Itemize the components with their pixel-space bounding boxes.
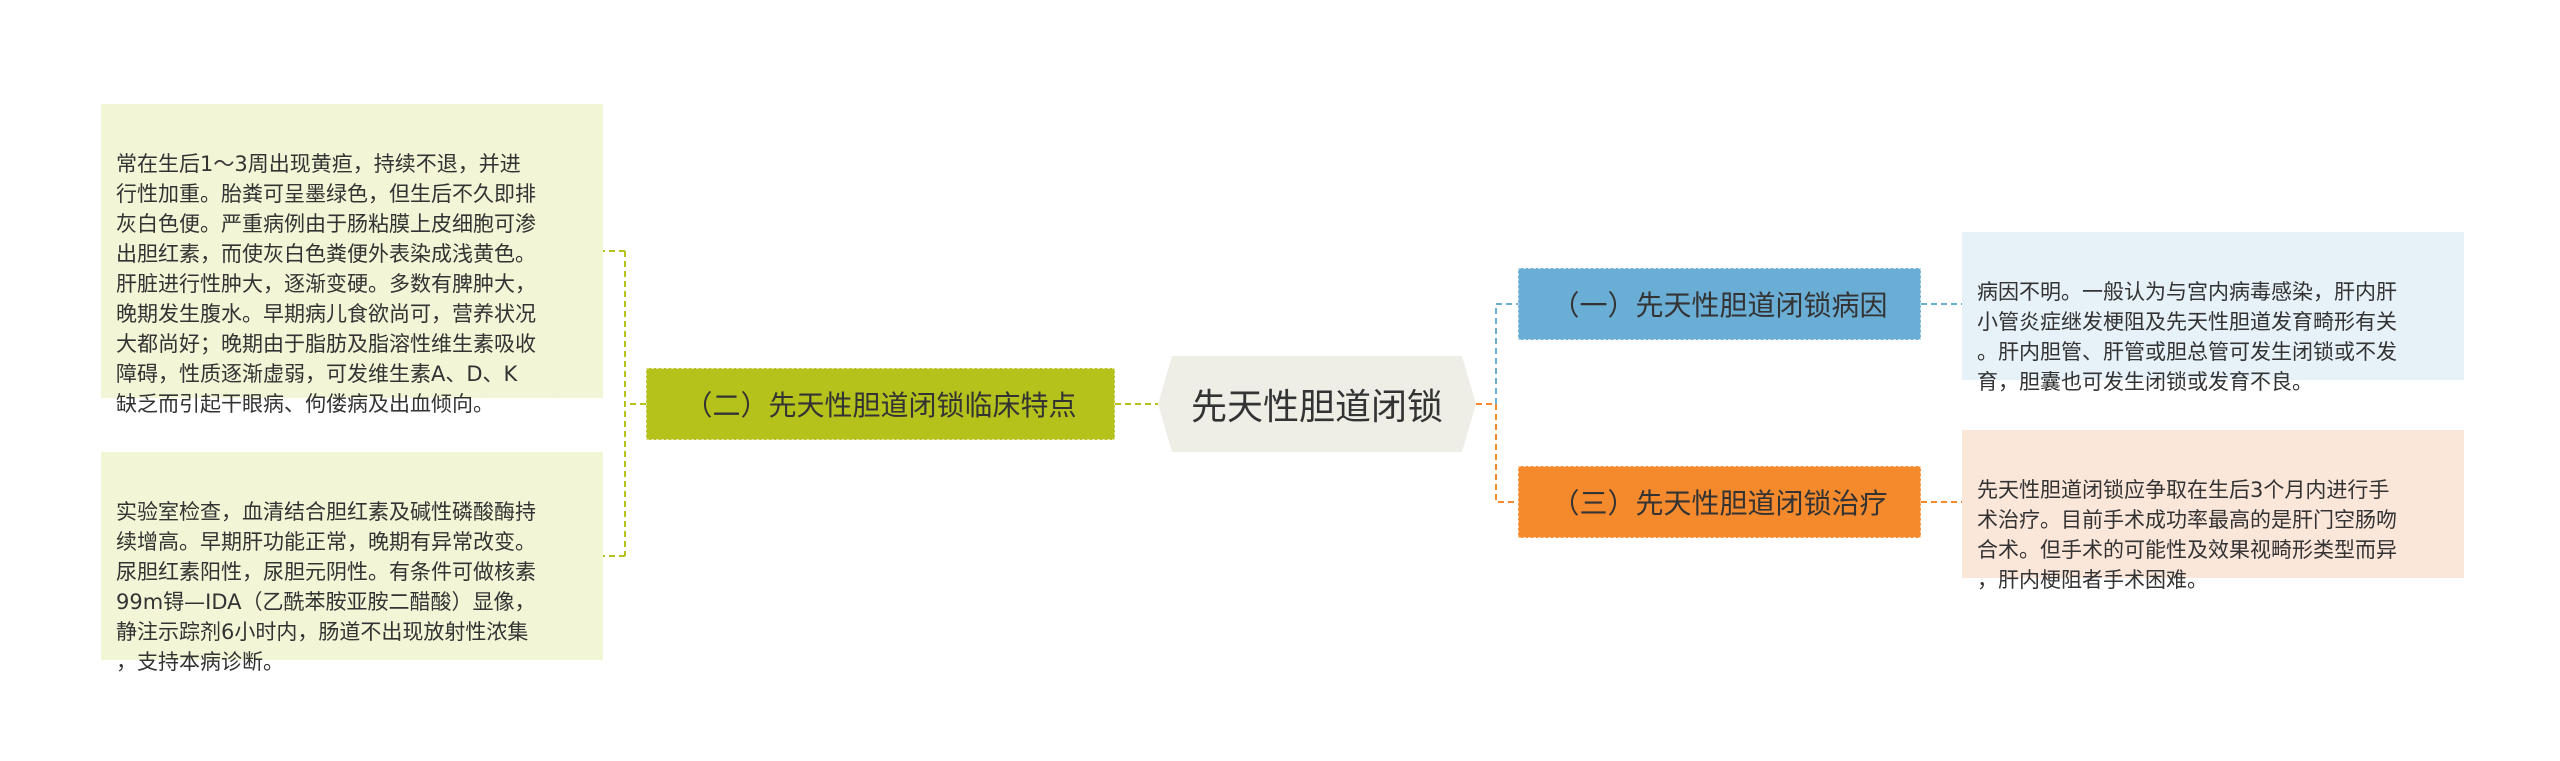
connector-center-treatment [1476, 403, 1518, 503]
branch-clinical-features-label: （二）先天性胆道闭锁临床特点 [684, 389, 1077, 422]
central-topic[interactable]: 先天性胆道闭锁 [1158, 356, 1476, 452]
branch-treatment-label: （三）先天性胆道闭锁治疗 [1551, 487, 1888, 520]
branch-treatment[interactable]: （三）先天性胆道闭锁治疗 [1518, 466, 1921, 538]
leaf-treatment[interactable]: 先天性胆道闭锁应争取在生后3个月内进行手 术治疗。目前手术成功率最高的是肝门空肠… [1962, 430, 2464, 592]
branch-clinical-features[interactable]: （二）先天性胆道闭锁临床特点 [646, 368, 1115, 440]
leaf-clinical-symptoms-text: 常在生后1～3周出现黄疸，持续不退，并进 行性加重。胎粪可呈墨绿色，但生后不久即… [116, 152, 536, 416]
branch-etiology-label: （一）先天性胆道闭锁病因 [1551, 289, 1888, 322]
leaf-clinical-lab-tests-text: 实验室检查，血清结合胆红素及碱性磷酸酶持 续增高。早期肝功能正常，晚期有异常改变… [116, 500, 536, 674]
leaf-clinical-symptoms[interactable]: 常在生后1～3周出现黄疸，持续不退，并进 行性加重。胎粪可呈墨绿色，但生后不久即… [101, 104, 603, 416]
connector-center-cause [1476, 303, 1518, 405]
leaf-etiology-text: 病因不明。一般认为与宫内病毒感染，肝内肝 小管炎症继发梗阻及先天性胆道发育畸形有… [1977, 280, 2397, 394]
central-topic-label: 先天性胆道闭锁 [1190, 387, 1443, 428]
connector-clinical-leaves [603, 250, 646, 557]
branch-etiology[interactable]: （一）先天性胆道闭锁病因 [1518, 268, 1921, 340]
leaf-treatment-text: 先天性胆道闭锁应争取在生后3个月内进行手 术治疗。目前手术成功率最高的是肝门空肠… [1977, 478, 2397, 592]
leaf-clinical-lab-tests[interactable]: 实验室检查，血清结合胆红素及碱性磷酸酶持 续增高。早期肝功能正常，晚期有异常改变… [101, 452, 603, 674]
leaf-etiology[interactable]: 病因不明。一般认为与宫内病毒感染，肝内肝 小管炎症继发梗阻及先天性胆道发育畸形有… [1962, 232, 2464, 394]
